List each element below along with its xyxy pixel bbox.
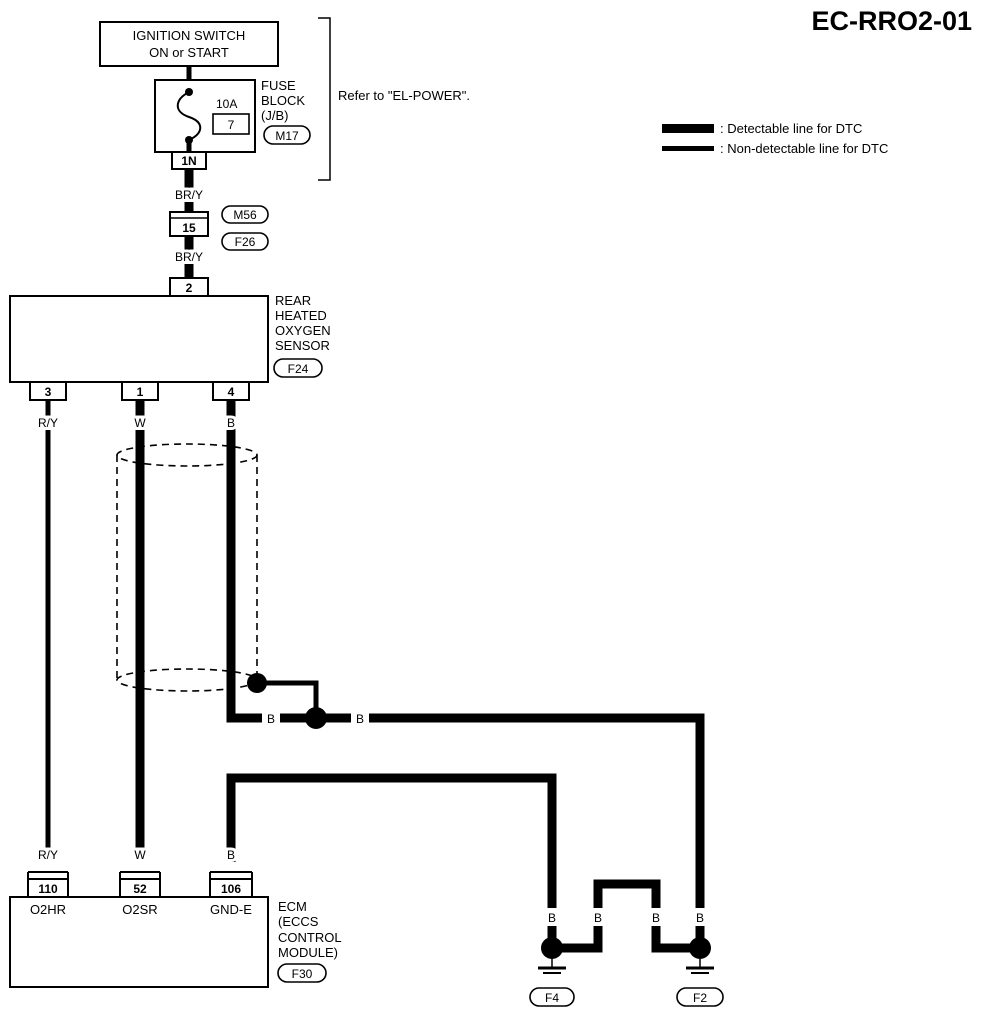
ecm-label-line4: MODULE) (278, 945, 338, 960)
ecm-terminal-o2hr: O2HR (30, 902, 66, 917)
wire-br-y-upper-label: BR/Y (175, 188, 203, 202)
joint-connector-bottom: F26 (235, 235, 256, 249)
ecm-label-line2: (ECCS (278, 914, 319, 929)
fuse-rating: 10A (216, 97, 237, 111)
wire-b-ecm-to-f4 (226, 773, 557, 940)
joint-pin: 15 (182, 221, 196, 235)
ground-f2-label: F2 (693, 991, 707, 1005)
wire-b-f2-label: B (696, 911, 704, 925)
ecm-label-line1: ECM (278, 899, 307, 914)
fuse-block: 10A 7 1N FUSE BLOCK (J/B) M17 (154, 78, 311, 170)
ecm-terminal-gnd-e: GND-E (210, 902, 252, 917)
legend: : Detectable line for DTC : Non-detectab… (662, 121, 888, 156)
ground-f2-splice (689, 937, 711, 959)
ecm-terminal-o2sr: O2SR (122, 902, 157, 917)
sensor-connector: F24 (288, 362, 309, 376)
wire-b-ground-jumper (552, 879, 700, 953)
legend-non-detectable-swatch (662, 146, 714, 151)
sensor-label-line4: SENSOR (275, 338, 330, 353)
legend-detectable-label: : Detectable line for DTC (720, 121, 862, 136)
fuse-block-label-line3: (J/B) (261, 108, 288, 123)
ecm-pin-52: 52 (133, 882, 147, 896)
joint-connector-top: M56 (233, 208, 257, 222)
sensor-pin-right: 4 (228, 385, 235, 399)
ecm-pin-110: 110 (38, 882, 58, 896)
ecm-module: 110 52 106 O2HR O2SR GND-E ECM (ECCS CON… (9, 871, 342, 988)
wire-shield-drain (257, 680, 319, 718)
ground-f4-splice (541, 937, 563, 959)
wire-b-bottom-label: B (227, 848, 235, 862)
ecm-pin-106: 106 (221, 882, 241, 896)
junction-splice (305, 707, 327, 729)
ecm-label-line3: CONTROL (278, 930, 342, 945)
fuse-icon (176, 91, 202, 141)
refer-text: Refer to "EL-POWER". (338, 88, 470, 103)
refer-bracket (318, 17, 331, 181)
wire-b-sensor-to-f2 (226, 400, 705, 940)
diagram-title: EC-RRO2-01 (811, 6, 972, 36)
ecm-connector: F30 (292, 967, 313, 981)
ignition-switch: IGNITION SWITCH ON or START (99, 21, 279, 67)
sensor-label-line1: REAR (275, 293, 311, 308)
wire-b-f4-jumper-label: B (594, 911, 602, 925)
fuse-terminal: 1N (181, 154, 196, 168)
wire-b-right-label: B (356, 712, 364, 726)
fuse-number: 7 (228, 118, 235, 132)
ignition-switch-line2: ON or START (149, 45, 229, 60)
legend-non-detectable-label: : Non-detectable line for DTC (720, 141, 888, 156)
wire-b-left-label: B (267, 712, 275, 726)
fuse-block-label-line1: FUSE (261, 78, 296, 93)
sensor-pin-mid: 1 (137, 385, 144, 399)
joint-connector: 15 M56 F26 (169, 205, 269, 251)
wire-w-bottom-label: W (134, 848, 146, 862)
ground-f2: F2 (676, 937, 724, 1007)
wire-r-y-top-label: R/Y (38, 416, 58, 430)
ground-f4-label: F4 (545, 991, 559, 1005)
sensor-label-line3: OXYGEN (275, 323, 331, 338)
wire-br-y-lower-label: BR/Y (175, 250, 203, 264)
fuse-block-label-line2: BLOCK (261, 93, 305, 108)
ignition-switch-line1: IGNITION SWITCH (133, 28, 246, 43)
sensor-pin-top: 2 (186, 281, 193, 295)
wire-r-y-bottom-label: R/Y (38, 848, 58, 862)
sensor-label-line2: HEATED (275, 308, 327, 323)
ground-f4: F4 (529, 937, 575, 1007)
wire-b-top-label: B (227, 416, 235, 430)
wire-b-f4-label: B (548, 911, 556, 925)
rear-heated-oxygen-sensor: 2 REAR HEATED OXYGEN SENSOR F24 3 1 4 (9, 277, 331, 401)
fuse-block-connector: M17 (275, 129, 299, 143)
wire-w-top-label: W (134, 416, 146, 430)
sensor-pin-left: 3 (45, 385, 52, 399)
wire-b-f2-jumper-label: B (652, 911, 660, 925)
legend-detectable-swatch (662, 124, 714, 133)
